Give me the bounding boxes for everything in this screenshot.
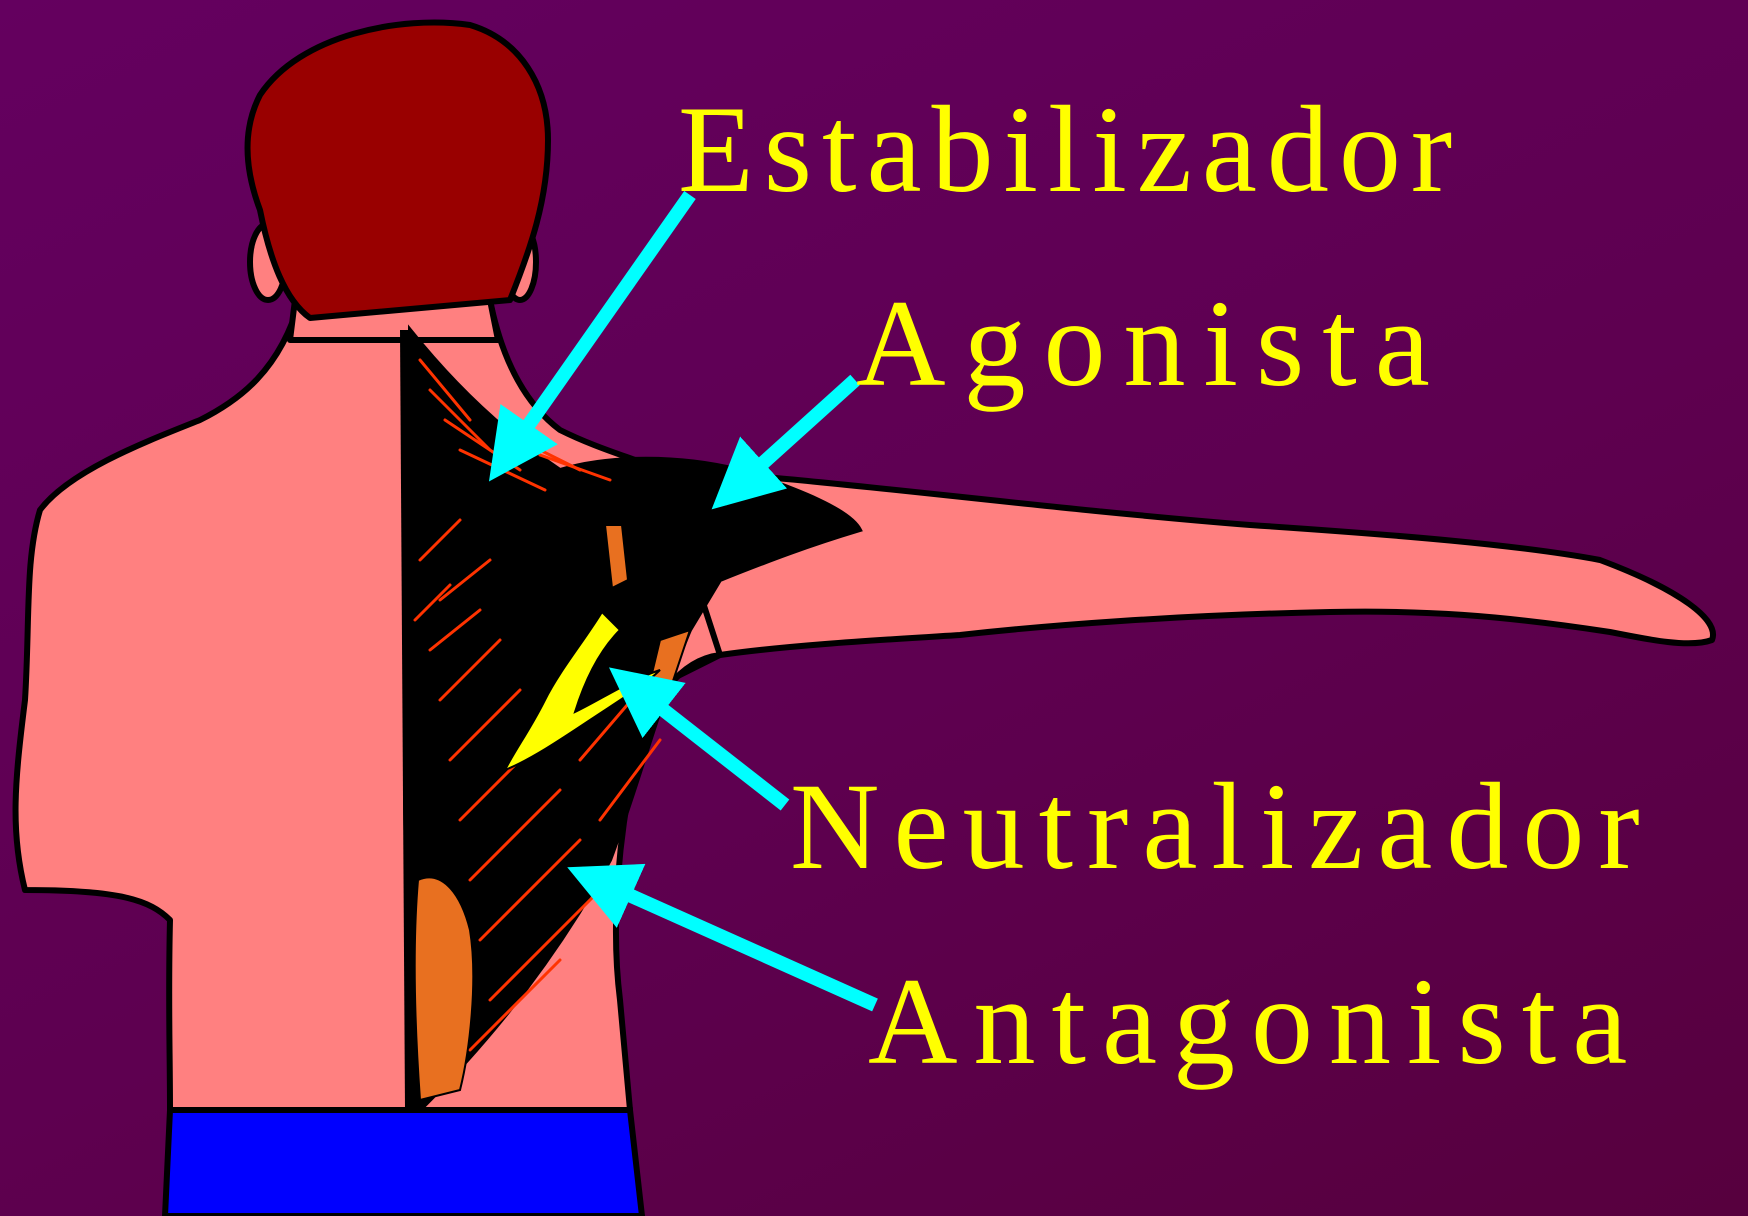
deep-muscle-lower [415, 877, 474, 1100]
label-antagonista: Antagonista [868, 960, 1643, 1084]
label-neutralizador: Neutralizador [790, 765, 1654, 889]
spine-line [405, 330, 410, 1110]
label-estabilizador: Estabilizador [678, 88, 1462, 212]
label-agonista: Agonista [856, 282, 1448, 406]
shorts [165, 1110, 642, 1216]
head-hair [248, 23, 548, 318]
